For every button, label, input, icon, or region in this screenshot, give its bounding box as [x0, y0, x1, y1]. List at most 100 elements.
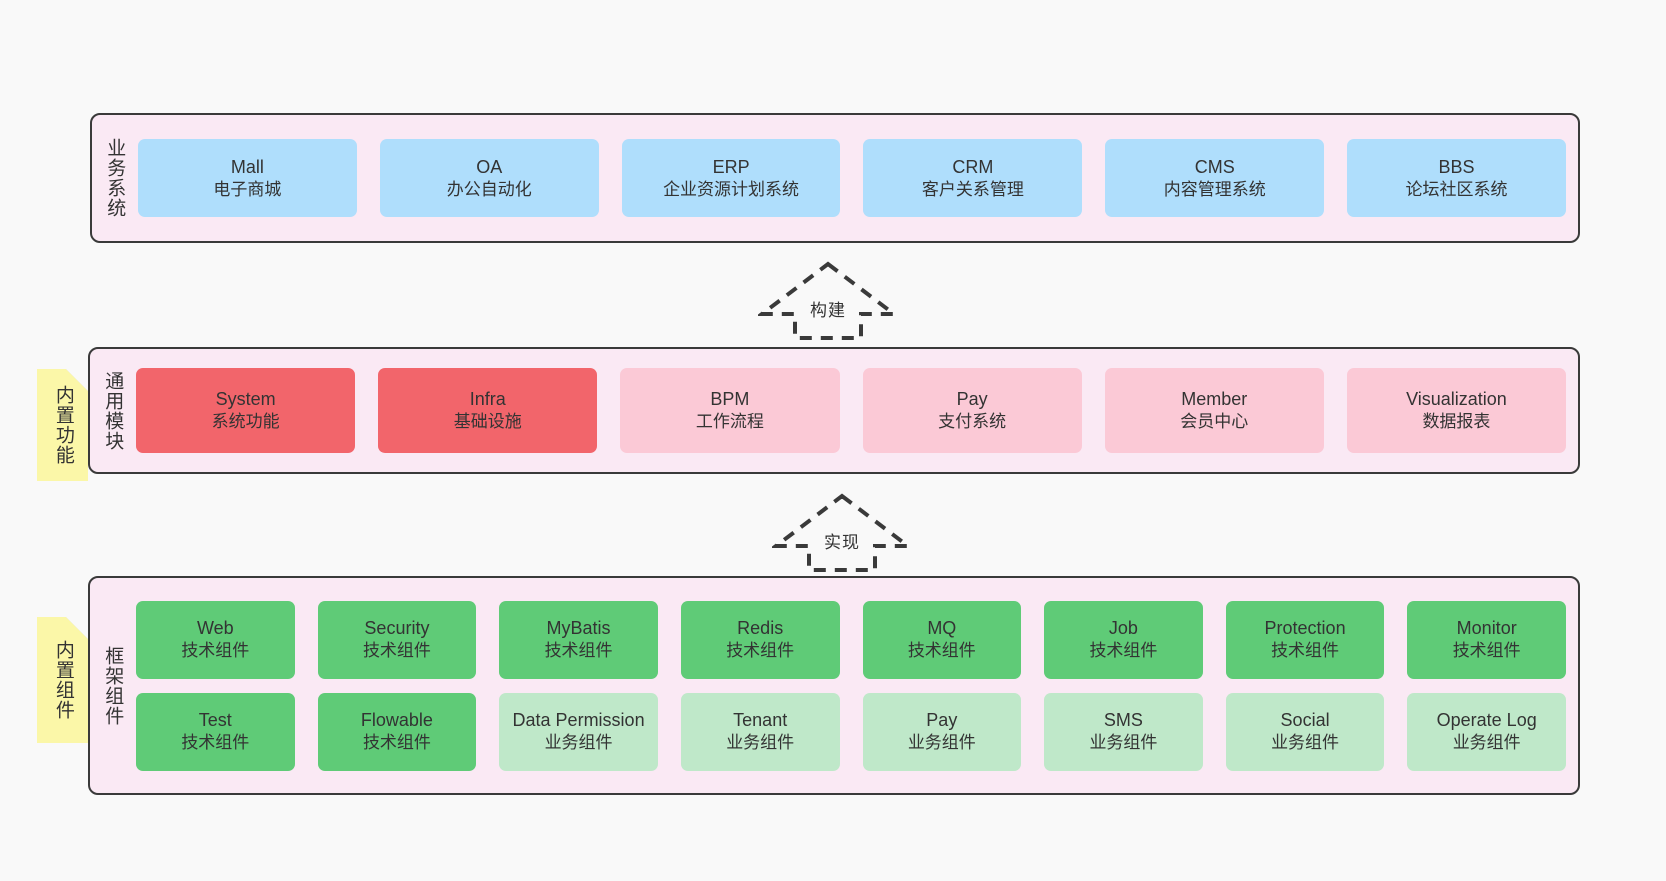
card-title: BPM	[710, 389, 750, 410]
card-pay[interactable]: Pay 支付系统	[862, 368, 1082, 453]
card-title: Tenant	[733, 710, 788, 731]
card-pay-business[interactable]: Pay 业务组件	[862, 692, 1022, 771]
card-subtitle: 办公自动化	[446, 179, 532, 199]
card-subtitle: 业务组件	[907, 733, 976, 753]
card-title: System	[215, 389, 276, 410]
card-title: Infra	[469, 389, 506, 410]
card-title: BBS	[1438, 156, 1475, 177]
card-cms[interactable]: CMS 内容管理系统	[1105, 139, 1325, 217]
card-job[interactable]: Job 技术组件	[1044, 600, 1203, 679]
card-tenant[interactable]: Tenant 业务组件	[680, 692, 840, 771]
connector-build: 构建	[758, 260, 898, 342]
layer-common-module[interactable]: 通用模块 System 系统功能 Infra 基础设施 BPM 工作流程 Pay…	[88, 347, 1580, 474]
card-title: CMS	[1194, 156, 1235, 177]
layer-body-business-system: Mall 电子商城 OA 办公自动化 ERP 企业资源计划系统 CRM 客户关系…	[136, 115, 1578, 241]
card-title: Mall	[230, 156, 264, 177]
card-subtitle: 内容管理系统	[1163, 179, 1266, 199]
card-data-permission[interactable]: Data Permission 业务组件	[499, 692, 658, 771]
card-subtitle: 技术组件	[362, 641, 431, 661]
card-test[interactable]: Test 技术组件	[136, 692, 295, 771]
card-web[interactable]: Web 技术组件	[136, 600, 295, 679]
card-title: Test	[198, 710, 232, 731]
card-social[interactable]: Social 业务组件	[1225, 692, 1385, 771]
connector-build-label: 构建	[810, 301, 846, 320]
card-crm[interactable]: CRM 客户关系管理	[863, 139, 1083, 217]
card-subtitle: 数据报表	[1422, 412, 1491, 432]
card-title: Job	[1108, 618, 1138, 639]
card-title: MyBatis	[546, 618, 611, 639]
card-title: Flowable	[360, 710, 433, 731]
card-security[interactable]: Security 技术组件	[317, 600, 477, 679]
card-title: Web	[196, 618, 234, 639]
card-subtitle: 工作流程	[695, 412, 764, 432]
card-title: Monitor	[1456, 618, 1517, 639]
card-sms[interactable]: SMS 业务组件	[1044, 692, 1203, 771]
card-title: CRM	[952, 156, 994, 177]
card-subtitle: 技术组件	[181, 641, 250, 661]
card-subtitle: 技术组件	[1271, 641, 1340, 661]
card-infra[interactable]: Infra 基础设施	[378, 368, 598, 453]
card-title: Data Permission	[512, 710, 645, 731]
card-oa[interactable]: OA 办公自动化	[379, 139, 599, 217]
card-subtitle: 技术组件	[1452, 641, 1521, 661]
card-title: OA	[476, 156, 503, 177]
card-subtitle: 业务组件	[544, 733, 613, 753]
card-subtitle: 系统功能	[211, 412, 280, 432]
card-subtitle: 业务组件	[1271, 733, 1340, 753]
card-subtitle: 论坛社区系统	[1405, 179, 1508, 199]
card-subtitle: 会员中心	[1180, 412, 1249, 432]
card-subtitle: 技术组件	[726, 641, 795, 661]
card-subtitle: 业务组件	[1089, 733, 1158, 753]
layer-framework-component[interactable]: 框架组件 Web 技术组件 Security 技术组件 MyBatis 技术组件…	[88, 576, 1580, 795]
card-system[interactable]: System 系统功能	[136, 368, 356, 453]
card-row: System 系统功能 Infra 基础设施 BPM 工作流程 Pay 支付系统…	[136, 368, 1567, 453]
card-title: ERP	[712, 156, 750, 177]
card-title: Redis	[737, 618, 784, 639]
card-subtitle: 电子商城	[213, 179, 282, 199]
card-subtitle: 技术组件	[907, 641, 976, 661]
connector-implement: 实现	[772, 492, 912, 574]
card-redis[interactable]: Redis 技术组件	[680, 600, 840, 679]
note-label: 内置组件	[52, 640, 74, 720]
card-mybatis[interactable]: MyBatis 技术组件	[499, 600, 658, 679]
card-visualization[interactable]: Visualization 数据报表	[1346, 368, 1567, 453]
layer-title-framework-component: 框架组件	[102, 645, 124, 726]
card-subtitle: 业务组件	[1452, 733, 1521, 753]
card-mq[interactable]: MQ 技术组件	[862, 600, 1022, 679]
note-builtin-component[interactable]: 内置组件	[37, 617, 88, 743]
card-row: Mall 电子商城 OA 办公自动化 ERP 企业资源计划系统 CRM 客户关系…	[138, 139, 1566, 217]
card-flowable[interactable]: Flowable 技术组件	[317, 692, 477, 771]
card-mall[interactable]: Mall 电子商城	[138, 139, 357, 217]
card-title: Visualization	[1406, 389, 1507, 410]
card-row-technical: Web 技术组件 Security 技术组件 MyBatis 技术组件 Redi…	[136, 600, 1566, 679]
card-operate-log[interactable]: Operate Log 业务组件	[1407, 692, 1566, 771]
card-title: Member	[1181, 389, 1248, 410]
card-subtitle: 技术组件	[362, 733, 431, 753]
layer-title-business-system: 业务系统	[104, 138, 126, 218]
note-label: 内置功能	[52, 385, 74, 465]
card-title: Pay	[956, 389, 988, 410]
card-erp[interactable]: ERP 企业资源计划系统	[621, 139, 841, 217]
layer-body-common-module: System 系统功能 Infra 基础设施 BPM 工作流程 Pay 支付系统…	[134, 349, 1578, 472]
card-title: Security	[364, 618, 430, 639]
card-subtitle: 客户关系管理	[921, 179, 1024, 199]
card-monitor[interactable]: Monitor 技术组件	[1407, 600, 1566, 679]
card-subtitle: 业务组件	[726, 733, 795, 753]
card-member[interactable]: Member 会员中心	[1104, 368, 1324, 453]
card-title: Pay	[926, 710, 958, 731]
card-subtitle: 技术组件	[1089, 641, 1158, 661]
card-title: MQ	[927, 618, 957, 639]
card-title: Operate Log	[1436, 710, 1537, 731]
connector-implement-label: 实现	[824, 533, 860, 552]
layer-business-system[interactable]: 业务系统 Mall 电子商城 OA 办公自动化 ERP 企业资源计划系统 CRM…	[90, 113, 1580, 243]
layer-body-framework-component: Web 技术组件 Security 技术组件 MyBatis 技术组件 Redi…	[134, 578, 1578, 793]
note-builtin-feature[interactable]: 内置功能	[37, 369, 88, 481]
card-subtitle: 企业资源计划系统	[663, 179, 800, 199]
card-subtitle: 技术组件	[181, 733, 250, 753]
card-title: SMS	[1103, 710, 1143, 731]
card-subtitle: 支付系统	[938, 412, 1007, 432]
card-protection[interactable]: Protection 技术组件	[1225, 600, 1385, 679]
card-bbs[interactable]: BBS 论坛社区系统	[1347, 139, 1566, 217]
card-bpm[interactable]: BPM 工作流程	[620, 368, 840, 453]
